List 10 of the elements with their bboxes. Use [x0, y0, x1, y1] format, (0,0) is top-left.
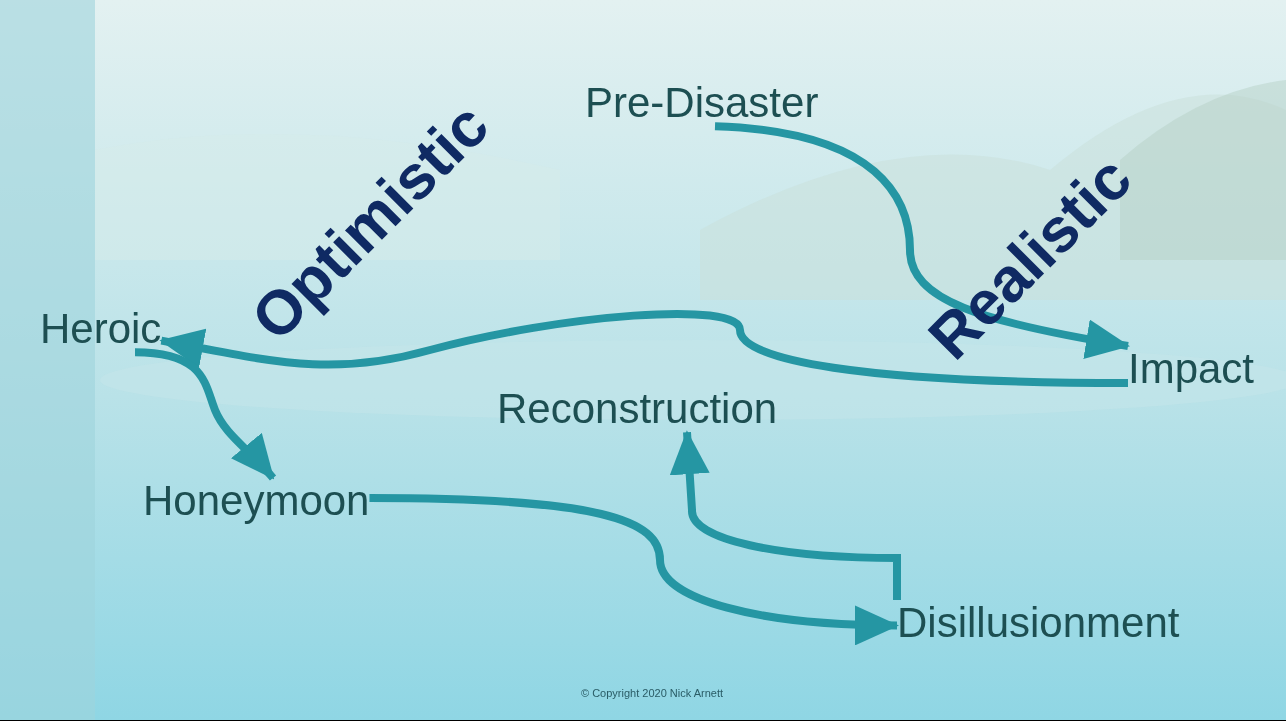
curved-arrow: [134, 348, 277, 481]
phase-label: Impact: [1128, 346, 1255, 393]
phase-label: Pre-Disaster: [585, 80, 819, 127]
phase-label: Heroic: [40, 306, 162, 353]
curved-arrow: [159, 310, 1129, 387]
phase-label: Disillusionment: [897, 600, 1180, 647]
phase-label: Honeymoon: [143, 478, 370, 525]
curved-arrow: [714, 122, 1130, 359]
phase-label: Reconstruction: [497, 386, 778, 433]
copyright-note: © Copyright 2020 Nick Arnett: [581, 687, 723, 699]
